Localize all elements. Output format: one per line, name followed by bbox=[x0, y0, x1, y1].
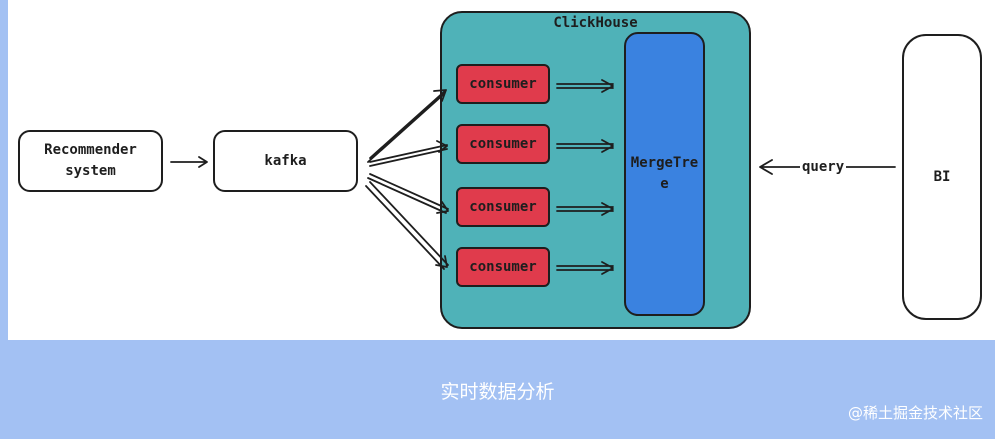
kafka-label: kafka bbox=[264, 152, 307, 169]
arrow-consumer-1-to-mergetree bbox=[556, 79, 614, 93]
caption: 实时数据分析 bbox=[440, 381, 555, 403]
kafka-node: kafka bbox=[213, 130, 358, 192]
watermark: @稀土掘金技术社区 bbox=[847, 404, 983, 422]
bi-node: BI bbox=[902, 34, 982, 320]
arrows-layer bbox=[170, 79, 896, 275]
recommender-system-node: Recommender system bbox=[18, 130, 163, 192]
arrow-kafka-to-consumer-1 bbox=[367, 89, 447, 163]
consumer-node: consumer bbox=[456, 124, 550, 164]
recommender-system-label: Recommender system bbox=[44, 142, 137, 179]
consumer-label: consumer bbox=[469, 76, 537, 92]
bi-label: BI bbox=[933, 168, 951, 185]
consumer-label: consumer bbox=[469, 199, 537, 215]
clickhouse-title: ClickHouse bbox=[553, 15, 638, 31]
mergetree-label: MergeTree bbox=[630, 155, 699, 192]
arrow-consumer-4-to-mergetree bbox=[556, 261, 614, 275]
consumer-node: consumer bbox=[456, 64, 550, 104]
arrow-kafka-to-consumer-2 bbox=[369, 140, 448, 167]
consumer-label: consumer bbox=[469, 259, 537, 275]
arrow-consumer-3-to-mergetree bbox=[556, 202, 614, 216]
consumer-node: consumer bbox=[456, 187, 550, 227]
consumer-node: consumer bbox=[456, 247, 550, 287]
arrow-recommender-to-kafka bbox=[170, 156, 208, 168]
query-label: query bbox=[800, 159, 847, 175]
arrow-kafka-to-consumer-3 bbox=[367, 173, 449, 214]
consumer-label: consumer bbox=[469, 136, 537, 152]
arrow-kafka-to-consumer-4 bbox=[365, 181, 449, 270]
arrow-consumer-2-to-mergetree bbox=[556, 139, 614, 153]
mergetree-node: MergeTree bbox=[624, 32, 705, 316]
